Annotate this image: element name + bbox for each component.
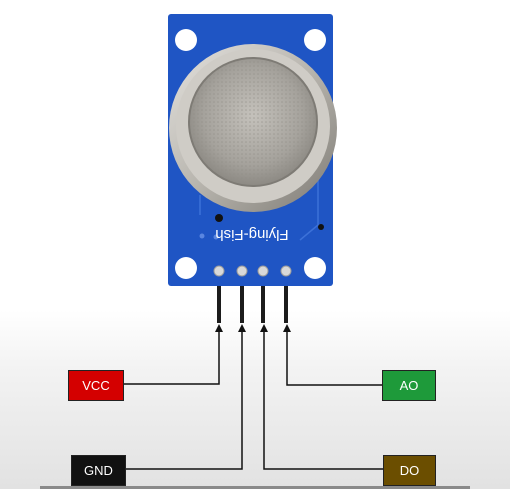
connector-lines (124, 328, 383, 470)
gnd-label: GND (71, 455, 126, 486)
ao-label: AO (382, 370, 436, 401)
gas-sensor-cap (169, 44, 337, 212)
arrow-do (260, 324, 268, 332)
sensor-board: Flying-Fish (168, 14, 337, 286)
pin-pad-ao (280, 265, 292, 277)
mounting-hole-bottom-right (304, 257, 326, 279)
bottom-divider (40, 486, 470, 489)
vcc-label: VCC (68, 370, 124, 401)
connector-arrowheads (215, 324, 291, 332)
led-component (215, 214, 223, 222)
pin-ao (284, 286, 288, 323)
pin-do (261, 286, 265, 323)
pin-vcc (217, 286, 221, 323)
smd-component (318, 224, 324, 230)
pin-gnd (240, 286, 244, 323)
header-pins (217, 286, 288, 323)
line-do (263, 328, 383, 470)
do-label: DO (383, 455, 436, 486)
arrow-ao (283, 324, 291, 332)
pin-pad-gnd (236, 265, 248, 277)
line-gnd (126, 328, 243, 470)
line-vcc (124, 328, 220, 385)
mounting-hole-top-right (304, 29, 326, 51)
pin-pad-vcc (213, 265, 225, 277)
arrow-gnd (238, 324, 246, 332)
pin-pad-do (257, 265, 269, 277)
mounting-hole-bottom-left (175, 257, 197, 279)
silkscreen-text: Flying-Fish (215, 226, 288, 243)
line-ao (286, 328, 382, 386)
mounting-hole-top-left (175, 29, 197, 51)
arrow-vcc (215, 324, 223, 332)
